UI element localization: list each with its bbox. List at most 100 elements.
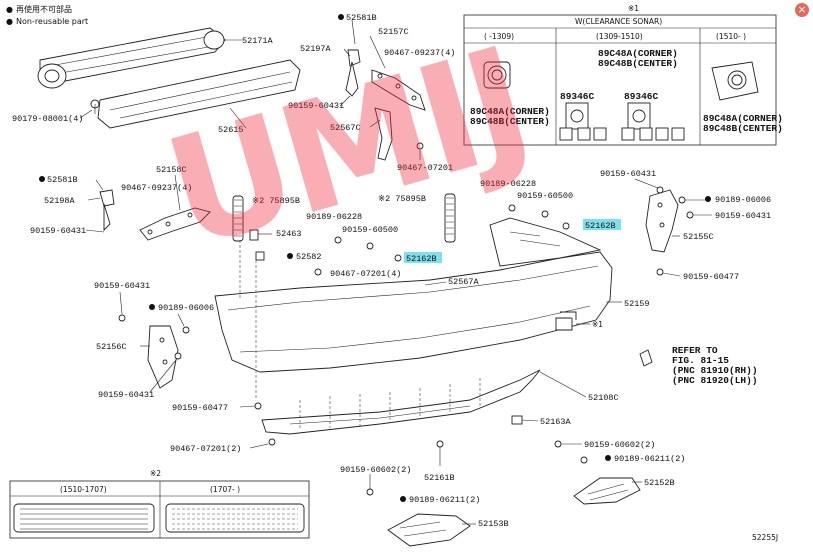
sonar-spacer[interactable] <box>593 127 607 141</box>
legend-en-text: Non-reusable part <box>15 17 89 26</box>
screw-90159-60431[interactable] <box>686 211 694 219</box>
grille-col1: (1510-1707) <box>60 485 107 494</box>
sonar-sensor-new[interactable] <box>711 61 759 101</box>
label-90467-07201-bot: 90467-07201(2) <box>170 444 241 454</box>
label-90467-09237-left: 90467-09237(4) <box>121 183 192 193</box>
retainer-52155C[interactable] <box>645 189 679 253</box>
sonar-c2-s2: 89346C <box>624 91 659 102</box>
non-reusable-marker <box>39 176 45 182</box>
refer-l4: (PNC 81920(LH)) <box>672 375 758 386</box>
screw-90159-60477[interactable] <box>656 268 664 276</box>
screw-90159-60477[interactable] <box>254 402 262 410</box>
label-52158C: 52158C <box>156 165 187 175</box>
grille-insert-old[interactable] <box>13 503 155 533</box>
sonar-col2: (1309-1510) <box>596 32 643 41</box>
sonar-retainer-right[interactable] <box>621 102 653 141</box>
clip-52162B[interactable] <box>562 222 570 230</box>
label-90179: 90179-08001(4) <box>12 114 83 124</box>
clip-52162B[interactable] <box>394 254 402 262</box>
label-52615: 52615 <box>218 125 244 135</box>
bolt-90179[interactable] <box>90 99 100 114</box>
non-reusable-marker <box>338 14 344 20</box>
label-90159-60500-mid: 90159-60500 <box>342 225 398 235</box>
label-52159: 52159 <box>624 299 650 309</box>
close-button[interactable]: × <box>795 3 809 17</box>
nut-90189-06006[interactable] <box>678 196 686 204</box>
label-52582: 52582 <box>296 252 322 262</box>
label-90159-60431-left: 90159-60431 <box>30 226 86 236</box>
sonar-table: ※1 W(CLEARANCE SONAR) ( -1309) (1309-151… <box>463 4 783 146</box>
label-90159-60602-r: 90159-60602(2) <box>584 440 655 450</box>
label-52152B: 52152B <box>644 478 675 488</box>
label-52161B: 52161B <box>424 473 455 483</box>
legend: ● 再使用不可部品 ● Non-reusable part <box>6 4 88 28</box>
sonar-spacer[interactable] <box>655 127 669 141</box>
figure-id: 52255J <box>752 533 778 542</box>
label-52162B-mid: 52162B <box>406 254 437 264</box>
retainer-52158C[interactable] <box>139 207 211 241</box>
label-90159-60431-top: 90159-60431 <box>288 101 344 111</box>
screw-90159-60431[interactable] <box>174 352 182 360</box>
part-52163A[interactable] <box>511 415 523 425</box>
label-x1: ※1 <box>592 320 603 329</box>
grille-75895B-left[interactable] <box>232 195 244 242</box>
label-90189-06228-right: 90189-06228 <box>480 179 536 189</box>
clip-52197A[interactable] <box>345 49 361 97</box>
screw-90159-60500[interactable] <box>541 210 549 218</box>
sonar-sensor-old[interactable] <box>483 61 511 89</box>
nut-90189-06228[interactable] <box>334 236 342 244</box>
screw-90159-60602[interactable] <box>366 488 374 496</box>
non-reusable-marker <box>149 304 155 310</box>
screw-90159-60500[interactable] <box>366 242 374 250</box>
part-52463[interactable] <box>249 229 259 241</box>
bullet-icon: ● <box>6 17 13 26</box>
retainer-52156C[interactable] <box>147 325 179 389</box>
nut-90189-06211[interactable] <box>580 456 588 464</box>
sonar-c2-t1: 89C48A(CORNER) <box>598 48 678 59</box>
bracket-52567C[interactable] <box>374 107 393 161</box>
screw-90159-60431[interactable] <box>118 314 126 322</box>
label-52162B-right: 52162B <box>585 221 616 231</box>
non-reusable-marker <box>705 196 711 202</box>
sonar-title: W(CLEARANCE SONAR) <box>575 17 662 26</box>
part-52582[interactable] <box>255 251 265 261</box>
legend-row-en: ● Non-reusable part <box>6 16 88 28</box>
reflector-bracket-52153B[interactable] <box>387 513 471 547</box>
label-52155C: 52155C <box>683 232 714 242</box>
label-52567C: 52567C <box>330 123 361 133</box>
sonar-spacer[interactable] <box>671 127 685 141</box>
screw-90159-60431[interactable] <box>656 186 664 194</box>
screw-90159-60602[interactable] <box>554 440 562 448</box>
nut-90189-06228[interactable] <box>508 204 516 212</box>
grille-insert-new[interactable] <box>165 503 305 533</box>
clip-90467-07201[interactable] <box>416 142 424 150</box>
label-75895B-right: ※2 75895B <box>378 194 426 204</box>
absorber-52615[interactable] <box>97 59 301 129</box>
label-90189-06211-r: 90189-06211(2) <box>614 454 685 464</box>
reflector-bracket-52152B[interactable] <box>573 477 641 505</box>
highlight-52162B-right <box>583 219 621 230</box>
clip-90467-07201[interactable] <box>268 438 276 446</box>
sonar-c3-l1: 89C48A(CORNER) <box>703 113 783 124</box>
label-90159-60431-l3: 90159-60431 <box>98 390 154 400</box>
clip-90467-07201[interactable] <box>314 268 322 276</box>
refer-l3: (PNC 81910(RH)) <box>672 365 758 376</box>
clip-52198A[interactable] <box>99 189 115 232</box>
retainer-52157C[interactable] <box>371 69 426 111</box>
label-90159-60477-r: 90159-60477 <box>683 272 739 282</box>
reinforcement-52171A[interactable] <box>37 27 226 89</box>
lower-cover-52108C[interactable] <box>261 369 541 435</box>
sonar-c2-s1: 89346C <box>560 91 595 102</box>
label-52581B-left: 52581B <box>47 175 78 185</box>
sonar-c2-t2: 89C48B(CENTER) <box>598 58 678 69</box>
legend-jp-text: 再使用不可部品 <box>15 5 72 14</box>
nut-90189-06006[interactable] <box>182 326 190 334</box>
clip-52161B[interactable] <box>436 440 444 466</box>
sonar-retainer-left[interactable] <box>559 102 591 141</box>
label-90467-07201-top: 90467-07201 <box>397 163 453 173</box>
bumper-cover-52159[interactable] <box>214 217 613 373</box>
sonar-c3-l2: 89C48B(CENTER) <box>703 123 783 134</box>
label-90189-06006-l: 90189-06006 <box>158 303 214 313</box>
grille-75895B-right[interactable] <box>444 193 456 243</box>
label-52581B-top: 52581B <box>346 13 377 23</box>
